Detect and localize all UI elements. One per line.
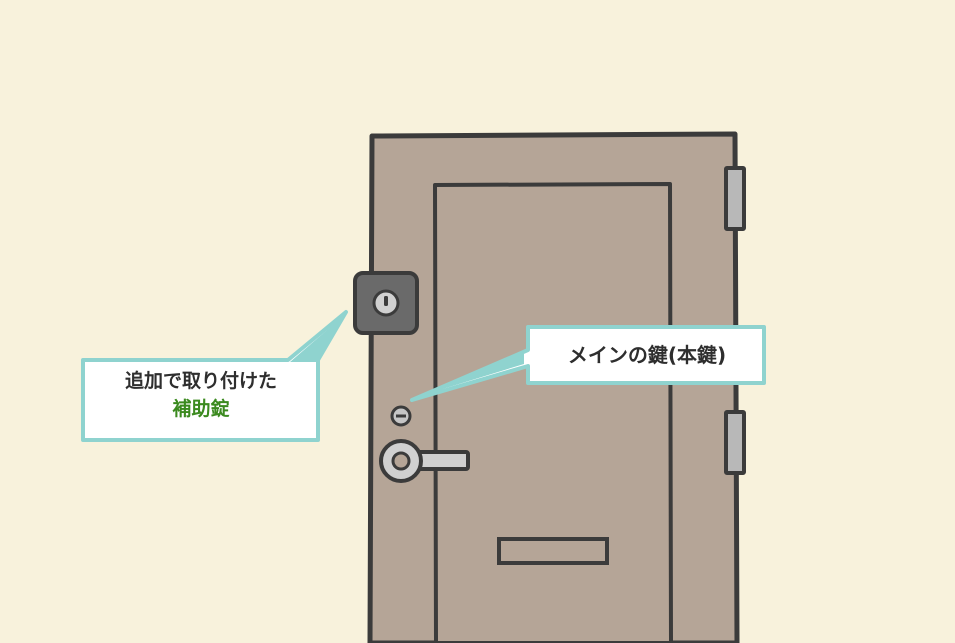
door-inner-panel [433,182,673,643]
auxiliary-lock-callout [81,310,348,442]
hinge-top [724,166,746,231]
main-lock-callout [410,325,766,402]
keyhole-icon [390,405,412,427]
auxiliary-lock-label-line2: 補助錠 [172,397,230,420]
auxiliary-lock-label-line1: 追加で取り付けた [124,370,277,392]
main-lock-label-text: メインの鍵(本鍵) [567,343,727,367]
lever-handle-icon [379,439,470,483]
mail-slot-icon [497,537,609,565]
main-lock-label: メインの鍵(本鍵) [532,341,762,370]
deadbolt-lock-icon [353,271,419,335]
auxiliary-lock-label: 追加で取り付けた 補助錠 [88,368,314,423]
hinge-bottom [724,410,746,475]
